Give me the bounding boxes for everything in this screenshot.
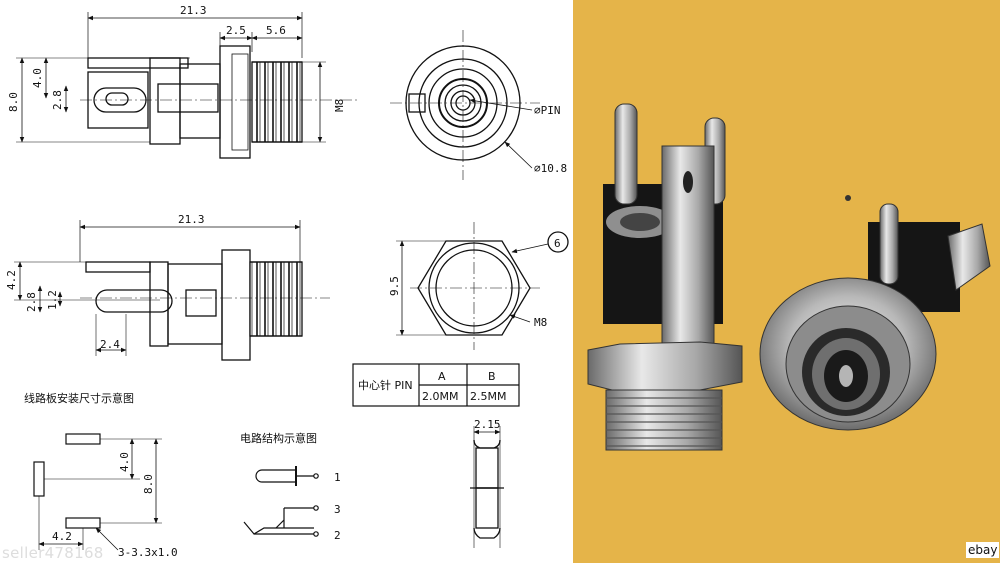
- pcb-layout: [33, 433, 162, 551]
- front-diameter-label: ⌀10.8: [534, 162, 567, 175]
- top-thread-length: 5.6: [266, 24, 286, 37]
- nut-thickness: 2.15: [474, 418, 501, 431]
- top-height-upper: 4.0: [31, 68, 44, 88]
- front-view: [390, 30, 540, 180]
- nut-thread-label: M8: [534, 316, 547, 329]
- top-flange-thickness: 2.5: [226, 24, 246, 37]
- hex-nut-view: [396, 222, 569, 350]
- circuit-diagram: [243, 466, 319, 537]
- ebay-watermark: ebay: [966, 542, 1000, 558]
- side-pin-thickness: 1.2: [46, 290, 59, 310]
- top-height-total: 8.0: [7, 92, 20, 112]
- front-pin-label: ⌀PIN: [534, 104, 561, 117]
- circuit-pin-3: 3: [334, 503, 341, 516]
- pin-table-header-pin: 中心针 PIN: [358, 378, 413, 392]
- top-overall-length: 21.3: [180, 4, 207, 17]
- side-view: [14, 220, 330, 361]
- nut-width: 9.5: [388, 276, 401, 296]
- side-pin-offset: 2.4: [100, 338, 120, 351]
- circuit-pin-1: 1: [334, 471, 341, 484]
- circuit-title: 电路结构示意图: [240, 431, 317, 445]
- side-overall-length: 21.3: [178, 213, 205, 226]
- pin-table-header-b: B: [488, 370, 496, 383]
- seller-watermark: seller478168: [2, 544, 104, 562]
- pcb-dim-8-0: 8.0: [142, 474, 155, 494]
- pin-table-header-a: A: [438, 370, 446, 383]
- pin-table: [352, 363, 520, 407]
- side-height-upper: 4.2: [5, 270, 18, 290]
- dc-jack-left: [587, 103, 743, 451]
- product-photo: [573, 0, 1000, 563]
- top-view: [16, 12, 360, 159]
- pcb-dim-4-2: 4.2: [52, 530, 72, 543]
- circuit-pin-2: 2: [334, 529, 341, 542]
- pin-table-value-b: 2.5MM: [470, 390, 506, 403]
- pcb-layout-title: 线路板安装尺寸示意图: [24, 391, 134, 405]
- nut-profile: [470, 426, 504, 548]
- nut-callout: 6: [554, 237, 561, 250]
- dc-jack-right: [759, 195, 991, 431]
- top-height-pin: 2.8: [51, 90, 64, 110]
- top-thread-label: M8: [333, 99, 346, 112]
- pin-table-value-a: 2.0MM: [422, 390, 458, 403]
- side-height-pin: 2.8: [25, 292, 38, 312]
- pcb-slot-label: 3-3.3x1.0: [118, 546, 178, 559]
- pcb-dim-4-0: 4.0: [118, 452, 131, 472]
